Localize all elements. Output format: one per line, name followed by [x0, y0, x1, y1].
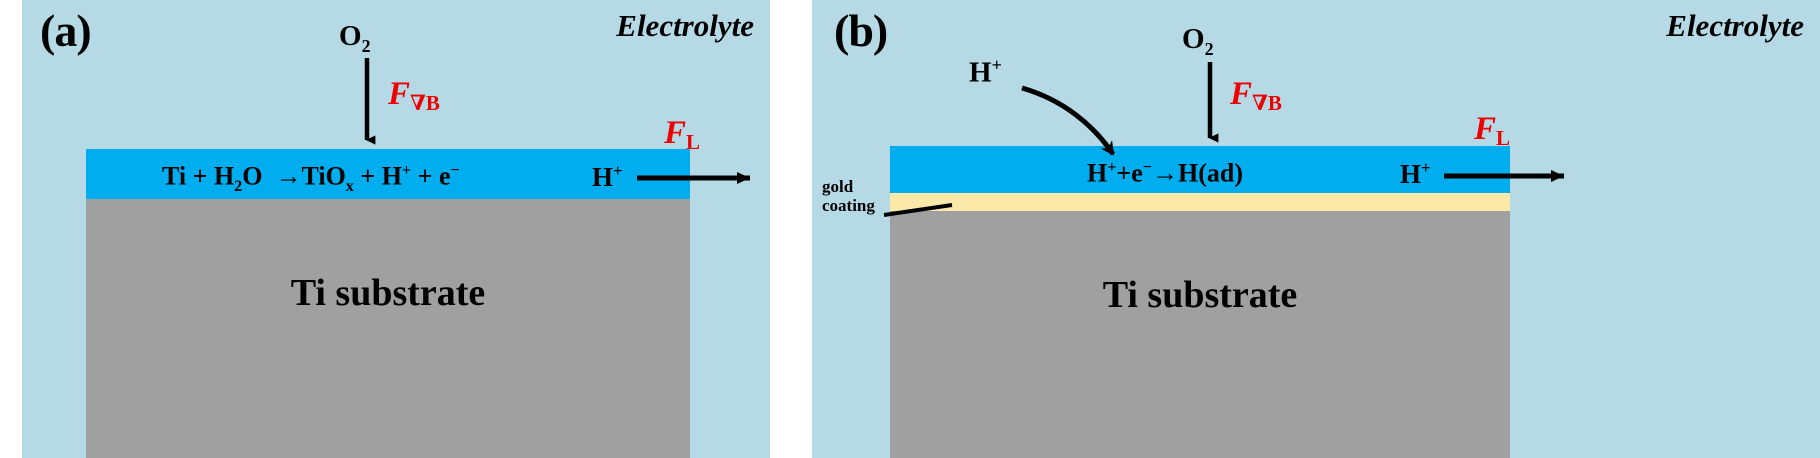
panel-a-reaction-equation: Ti + H2O →TiOx + H+ + e− — [162, 161, 460, 195]
panel-b: (b) Electrolyte Ti substrate H+ O2 F∇B F… — [812, 0, 1820, 458]
eq-a-reactant1: Ti — [162, 161, 187, 191]
panel-a-oxide-layer — [86, 149, 690, 199]
panel-a-oxygen-subscript: 2 — [361, 35, 371, 56]
panel-a-oxygen-species: O2 — [339, 22, 371, 55]
eq-a-product2-base: H — [381, 161, 402, 191]
panel-b-gradient-force-symbol: F — [1230, 76, 1253, 112]
panel-b-oxide-layer — [890, 146, 1510, 193]
panel-b-lorentz-force-subscript: L — [1496, 125, 1511, 150]
panel-a-letter: (a) — [40, 5, 92, 56]
eq-b-reactant1-sup: + — [1107, 159, 1117, 176]
panel-b-electrolyte-label: Electrolyte — [1666, 8, 1804, 43]
panel-b-oxygen-species: O2 — [1182, 25, 1214, 58]
panel-a-lorentz-force-symbol: F — [664, 115, 687, 151]
panel-a-gradient-force-symbol: F — [388, 76, 411, 112]
panel-a-oxygen-base: O — [339, 20, 362, 52]
eq-b-reactant2-base: e — [1131, 158, 1143, 188]
eq-a-reactant2-sub: 2 — [234, 177, 243, 195]
panel-a-lorentz-force-label: FL — [664, 117, 700, 153]
panel-b-transported-ion: H+ — [1400, 158, 1431, 189]
panel-b-transported-ion-sup: + — [1421, 158, 1431, 177]
panel-b-gradient-force-subscript: ∇B — [1252, 90, 1282, 115]
panel-b-gold-coating-layer — [890, 193, 1510, 211]
panel-b-lorentz-force-label: FL — [1474, 113, 1510, 149]
eq-a-product2-sup: + — [401, 162, 412, 179]
eq-a-plus1: + — [192, 161, 208, 191]
gold-label-line-1: gold — [822, 177, 854, 196]
panel-a: (a) Electrolyte Ti substrate O2 F∇B FL T… — [22, 0, 770, 458]
panel-b-incoming-ion-sup: + — [991, 55, 1002, 75]
panel-b-transported-ion-base: H — [1400, 159, 1422, 189]
panel-a-electrolyte-label: Electrolyte — [616, 8, 754, 43]
eq-a-reactant2-tail: O — [242, 161, 263, 191]
eq-b-arrow: → — [1151, 158, 1178, 188]
panel-b-lorentz-force-symbol: F — [1474, 111, 1497, 147]
panel-b-gold-coating-annotation: gold coating — [822, 177, 875, 215]
eq-a-product1-sub: x — [345, 177, 354, 195]
panel-b-letter: (b) — [834, 5, 888, 56]
eq-a-plus2: + — [360, 161, 376, 191]
panel-a-lorentz-force-subscript: L — [686, 129, 701, 154]
eq-b-reactant2-sup: − — [1142, 159, 1152, 176]
eq-a-product3-base: e — [438, 161, 451, 191]
panel-a-ti-substrate-block: Ti substrate — [86, 199, 690, 458]
eq-a-plus3: + — [417, 161, 433, 191]
eq-a-arrow: → — [275, 161, 302, 191]
panel-b-proton-migration-arrow — [1021, 85, 1116, 156]
panel-b-incoming-ion-base: H — [969, 56, 992, 89]
eq-b-reactant1-base: H — [1087, 158, 1108, 188]
gold-label-line-2: coating — [822, 195, 875, 215]
panel-b-ti-substrate-block: Ti substrate — [890, 210, 1510, 458]
panel-a-transported-ion-base: H — [592, 162, 614, 192]
eq-a-product1-base: TiO — [301, 161, 346, 191]
eq-b-plus1: + — [1116, 158, 1132, 188]
panel-a-transported-ion: H+ — [592, 161, 623, 192]
panel-b-oxygen-base: O — [1182, 23, 1205, 55]
panel-a-gradient-force-subscript: ∇B — [410, 90, 440, 115]
eq-b-product: H(ad) — [1177, 158, 1243, 188]
eq-a-product3-sup: − — [450, 162, 460, 179]
panel-a-substrate-label: Ti substrate — [290, 272, 486, 314]
panel-b-substrate-label: Ti substrate — [1102, 274, 1298, 316]
panel-b-incoming-ion: H+ — [969, 56, 1002, 88]
panel-b-oxygen-subscript: 2 — [1204, 38, 1214, 59]
panel-a-transported-ion-sup: + — [613, 161, 623, 180]
panel-b-reaction-equation: H++e−→H(ad) — [1087, 158, 1243, 188]
panel-b-gradient-force-label: F∇B — [1230, 78, 1282, 114]
panel-a-gradient-force-label: F∇B — [388, 78, 440, 114]
eq-a-reactant2-base: H — [213, 161, 235, 191]
